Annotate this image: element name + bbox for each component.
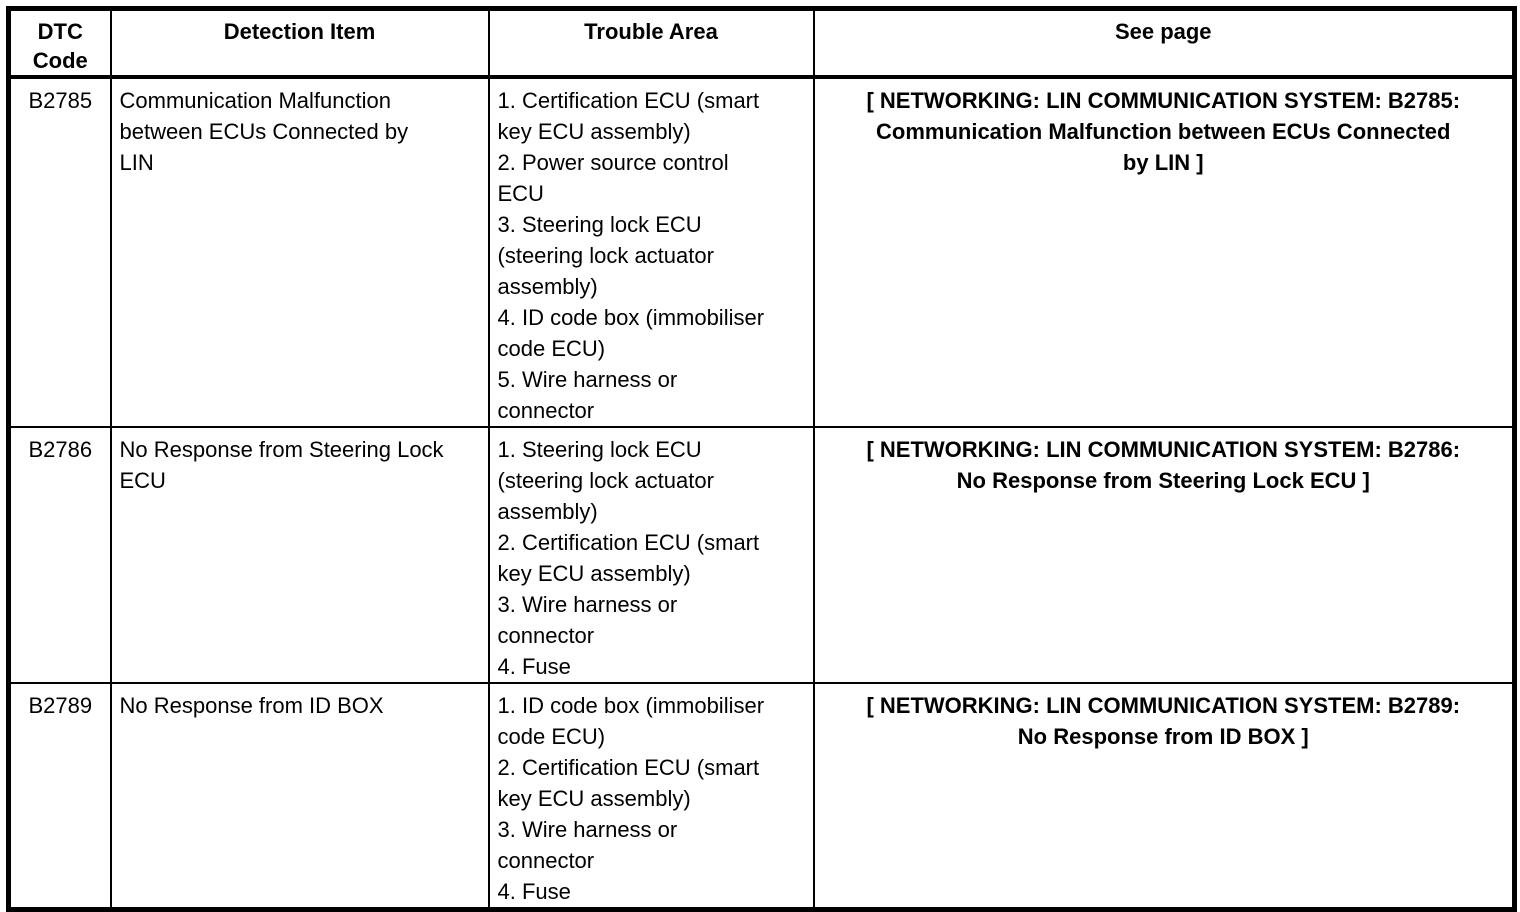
column-header-dtc-code: DTC Code xyxy=(7,7,112,79)
table-row-b2789: B2789 No Response from ID BOX 1. ID code… xyxy=(7,682,1516,911)
table-row-b2785: B2785 Communication Malfunction between … xyxy=(7,76,1516,428)
trouble-area-cell: 1. ID code box (immobiliser code ECU) 2.… xyxy=(487,682,815,911)
see-page-reference: [ NETWORKING: LIN COMMUNICATION SYSTEM: … xyxy=(812,426,1516,684)
detection-item-cell: Communication Malfunction between ECUs C… xyxy=(109,76,490,428)
dtc-code-cell: B2785 xyxy=(7,76,112,428)
table-row-b2786: B2786 No Response from Steering Lock ECU… xyxy=(7,426,1516,684)
dtc-table-header: DTC Code Detection Item Trouble Area See… xyxy=(7,7,1516,79)
see-page-reference: [ NETWORKING: LIN COMMUNICATION SYSTEM: … xyxy=(812,682,1516,911)
column-header-trouble-area: Trouble Area xyxy=(487,7,815,79)
dtc-table-body: B2785 Communication Malfunction between … xyxy=(7,76,1516,911)
trouble-area-cell: 1. Steering lock ECU (steering lock actu… xyxy=(487,426,815,684)
trouble-area-cell: 1. Certification ECU (smart key ECU asse… xyxy=(487,76,815,428)
see-page-reference: [ NETWORKING: LIN COMMUNICATION SYSTEM: … xyxy=(812,76,1516,428)
dtc-code-cell: B2786 xyxy=(7,426,112,684)
dtc-table: DTC Code Detection Item Trouble Area See… xyxy=(6,6,1517,912)
detection-item-cell: No Response from Steering Lock ECU xyxy=(109,426,490,684)
dtc-code-cell: B2789 xyxy=(7,682,112,911)
detection-item-cell: No Response from ID BOX xyxy=(109,682,490,911)
column-header-detection-item: Detection Item xyxy=(109,7,490,79)
column-header-see-page: See page xyxy=(812,7,1516,79)
header-row: DTC Code Detection Item Trouble Area See… xyxy=(7,7,1516,79)
